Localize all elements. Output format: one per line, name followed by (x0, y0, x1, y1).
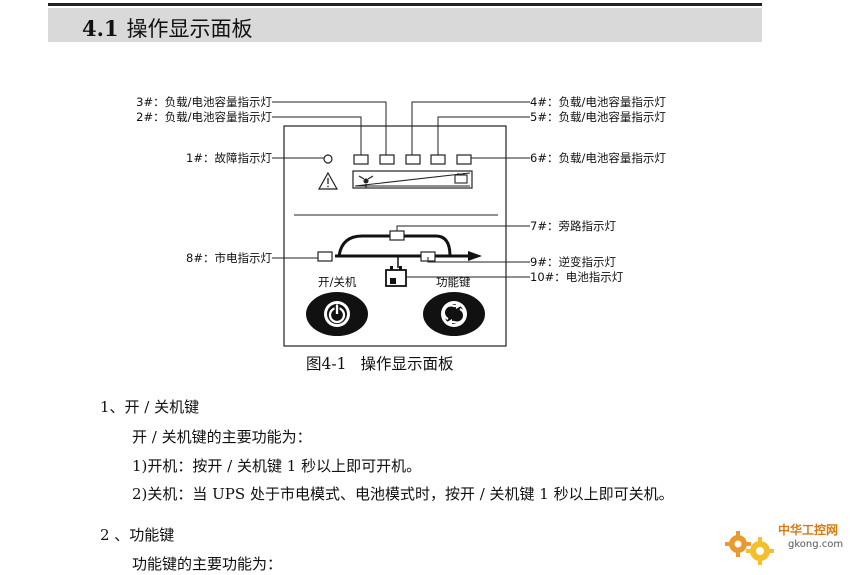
label-indicator-7: 7#：旁路指示灯 (530, 219, 616, 233)
capacity-indicator-3 (379, 154, 395, 165)
gear-icon (725, 531, 774, 565)
label-indicator-4: 4#：负载/电池容量指示灯 (530, 95, 666, 109)
cycle-icon (442, 303, 466, 325)
item1-intro: 开 / 关机键的主要功能为： (132, 428, 312, 446)
section-title-text: 操作显示面板 (126, 17, 253, 41)
capacity-indicator-5 (430, 154, 446, 165)
function-key-label: 功能键 (436, 275, 471, 289)
capacity-indicator-2 (353, 154, 369, 165)
battery-indicator-icon (385, 266, 407, 287)
panel-frame (283, 125, 507, 347)
label-indicator-2: 2#：负载/电池容量指示灯 (136, 110, 272, 124)
power-key[interactable] (306, 292, 368, 336)
item2-heading: 2 、功能键 (100, 526, 175, 544)
capacity-indicator-4 (405, 154, 421, 165)
bypass-indicator (389, 230, 405, 241)
mains-indicator (317, 251, 333, 262)
mimic-flow-diagram (335, 234, 482, 268)
item1-line2: 2)关机：当 UPS 处于市电模式、电池模式时，按开 / 关机键 1 秒以上即可… (132, 485, 674, 503)
label-indicator-8: 8#：市电指示灯 (186, 251, 272, 265)
warning-icon (317, 171, 339, 190)
section-header: 4.1 操作显示面板 (48, 8, 762, 42)
watermark-name: 中华工控网 (778, 522, 838, 537)
label-indicator-6: 6#：负载/电池容量指示灯 (530, 151, 666, 165)
fan-load-icon (358, 175, 374, 188)
section-number: 4.1 (82, 16, 119, 41)
power-key-label: 开/关机 (318, 275, 357, 289)
panel-figure: 开/关机 功能键 3#：负载/电池容量指示灯 2#：负 (136, 95, 666, 347)
label-indicator-9: 9#：逆变指示灯 (530, 255, 616, 269)
fault-indicator (323, 154, 333, 164)
capacity-indicator-6 (456, 154, 472, 165)
item2-intro: 功能键的主要功能为： (132, 555, 283, 573)
capacity-scale-bar (352, 170, 473, 189)
watermark-logo: 中华工控网 gkong.com (725, 522, 843, 565)
function-key[interactable] (423, 292, 485, 336)
item1-heading: 1、开 / 关机键 (100, 398, 200, 416)
figure-caption: 图4-1 操作显示面板 (306, 352, 453, 374)
section-title: 4.1 操作显示面板 (82, 13, 253, 43)
figure-title: 操作显示面板 (360, 355, 454, 373)
header-rule (48, 3, 762, 6)
watermark-url: gkong.com (788, 539, 843, 550)
label-indicator-10: 10#：电池指示灯 (530, 270, 624, 284)
item1-line1: 1)开机：按开 / 关机键 1 秒以上即可开机。 (132, 457, 422, 475)
battery-small-icon (454, 173, 468, 184)
figure-number: 图4-1 (306, 355, 347, 373)
label-indicator-1: 1#：故障指示灯 (186, 151, 272, 165)
label-indicator-5: 5#：负载/电池容量指示灯 (530, 110, 666, 124)
label-indicator-3: 3#：负载/电池容量指示灯 (136, 95, 272, 109)
leader-lines (272, 101, 530, 278)
